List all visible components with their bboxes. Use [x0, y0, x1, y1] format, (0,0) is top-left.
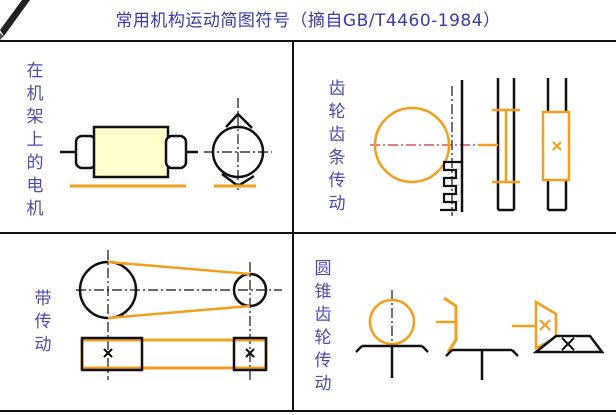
- pen-corner-decoration: [0, 0, 30, 40]
- page-title: 常用机构运动简图符号（摘自GB/T4460-1984）: [115, 11, 501, 31]
- motor-end-view: [204, 98, 272, 190]
- belt-drive-symbol: [76, 250, 282, 380]
- bevel-gear-view-1: [355, 290, 429, 380]
- motor-on-frame-symbol: [60, 98, 272, 190]
- pinion-gear-circle: [373, 106, 451, 184]
- label-bevel-gear: 圆锥齿轮传动: [314, 259, 332, 394]
- bevel-gear-symbol: [355, 290, 605, 380]
- belt-upper-span: [107, 260, 251, 276]
- table-horizontal-divider: [0, 232, 616, 234]
- belt-lower-span: [107, 304, 251, 320]
- label-motor-on-frame: 在机架上的电机: [26, 61, 44, 219]
- table-vertical-divider: [292, 40, 294, 412]
- belt-side-view: [80, 336, 268, 372]
- rack-teeth: [440, 160, 462, 212]
- symbol-table-frame: [0, 40, 616, 412]
- motor-body: [60, 125, 198, 179]
- rack-side-view-2: [541, 78, 571, 212]
- bevel-gear-view-3: [512, 299, 605, 354]
- rack-pinion-symbol: [370, 78, 571, 216]
- rack-side-view-1: [478, 78, 520, 212]
- label-belt-drive: 带传动: [34, 289, 52, 355]
- label-rack-pinion: 齿轮齿条传动: [328, 79, 346, 214]
- bevel-gear-view-2: [436, 296, 519, 380]
